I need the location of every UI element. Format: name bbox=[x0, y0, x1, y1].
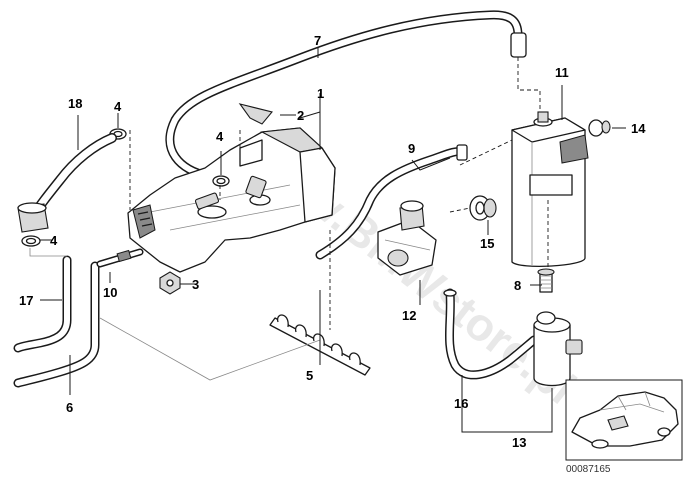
callout-8: 8 bbox=[514, 278, 521, 293]
callout-17: 17 bbox=[19, 293, 33, 308]
callout-4-left: 4 bbox=[50, 233, 58, 248]
callout-1: 1 bbox=[317, 86, 324, 101]
hose-part-6[interactable] bbox=[13, 261, 100, 388]
nut-part-3[interactable] bbox=[159, 271, 181, 295]
hose-clamp-4-c[interactable] bbox=[21, 235, 41, 247]
callout-7: 7 bbox=[314, 33, 321, 48]
diagram-code: 00087165 bbox=[566, 464, 611, 475]
filter-part-13[interactable] bbox=[533, 311, 583, 400]
car-thumbnail bbox=[565, 379, 683, 461]
connector-part-10[interactable] bbox=[96, 248, 144, 268]
callout-10: 10 bbox=[103, 285, 117, 300]
callout-18: 18 bbox=[68, 96, 82, 111]
vent-hose-7[interactable] bbox=[165, 10, 527, 181]
bolt-part-8[interactable] bbox=[537, 268, 555, 293]
holder-part-2[interactable] bbox=[238, 103, 273, 125]
seal-part-15[interactable] bbox=[469, 195, 497, 221]
callout-4-mid: 4 bbox=[216, 129, 224, 144]
hose-part-9[interactable] bbox=[315, 144, 468, 260]
valve-part-12[interactable] bbox=[377, 200, 437, 276]
hose-part-17[interactable] bbox=[13, 255, 72, 353]
callout-15: 15 bbox=[480, 236, 494, 251]
callout-16: 16 bbox=[454, 396, 468, 411]
leader-lines bbox=[40, 48, 626, 433]
callout-14: 14 bbox=[631, 121, 646, 136]
callout-2: 2 bbox=[297, 108, 304, 123]
callout-11: 11 bbox=[555, 65, 569, 80]
callouts: 1 2 3 4 4 4 5 6 7 8 9 10 11 12 13 14 15 … bbox=[19, 33, 646, 450]
grommet-part-14[interactable] bbox=[588, 119, 611, 137]
assembly-lines bbox=[29, 57, 549, 381]
fuel-tank-part-1[interactable] bbox=[127, 127, 336, 273]
carbon-canister-part-11[interactable] bbox=[511, 111, 589, 268]
hose-part-16[interactable] bbox=[443, 288, 539, 380]
callout-4-top: 4 bbox=[114, 99, 122, 114]
hose-clamp-4-b[interactable] bbox=[212, 175, 230, 187]
callout-5: 5 bbox=[306, 368, 313, 383]
callout-9: 9 bbox=[408, 141, 415, 156]
callout-12: 12 bbox=[402, 308, 416, 323]
hose-part-18[interactable] bbox=[17, 133, 117, 233]
callout-6: 6 bbox=[66, 400, 73, 415]
callout-13: 13 bbox=[512, 435, 526, 450]
callout-3: 3 bbox=[192, 277, 199, 292]
